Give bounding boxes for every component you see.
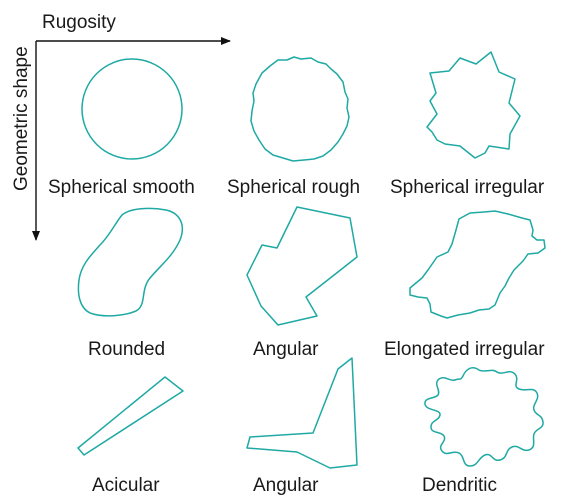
label-angular-2: Angular [253, 475, 319, 496]
spherical-rough-particle [251, 57, 349, 161]
label-angular-1: Angular [253, 339, 319, 360]
label-spherical-smooth: Spherical smooth [48, 177, 195, 198]
spherical-smooth-particle [82, 59, 182, 159]
rounded-particle [78, 208, 182, 315]
dendritic-particle [425, 368, 543, 466]
label-spherical-irregular: Spherical irregular [390, 177, 545, 198]
label-elongated-irregular: Elongated irregular [384, 339, 545, 360]
geometric-shape-axis-label: Geometric shape [11, 46, 32, 191]
label-acicular: Acicular [92, 475, 160, 496]
rugosity-axis-label: Rugosity [42, 12, 116, 33]
label-spherical-rough: Spherical rough [227, 177, 360, 198]
label-rounded: Rounded [88, 339, 165, 360]
spherical-irregular-particle [427, 52, 520, 158]
elongated-irregular-particle [410, 211, 545, 318]
acicular-particle [78, 377, 183, 455]
angular-particle-2 [247, 358, 357, 468]
angular-particle-1 [247, 207, 357, 325]
label-dendritic: Dendritic [422, 475, 497, 496]
